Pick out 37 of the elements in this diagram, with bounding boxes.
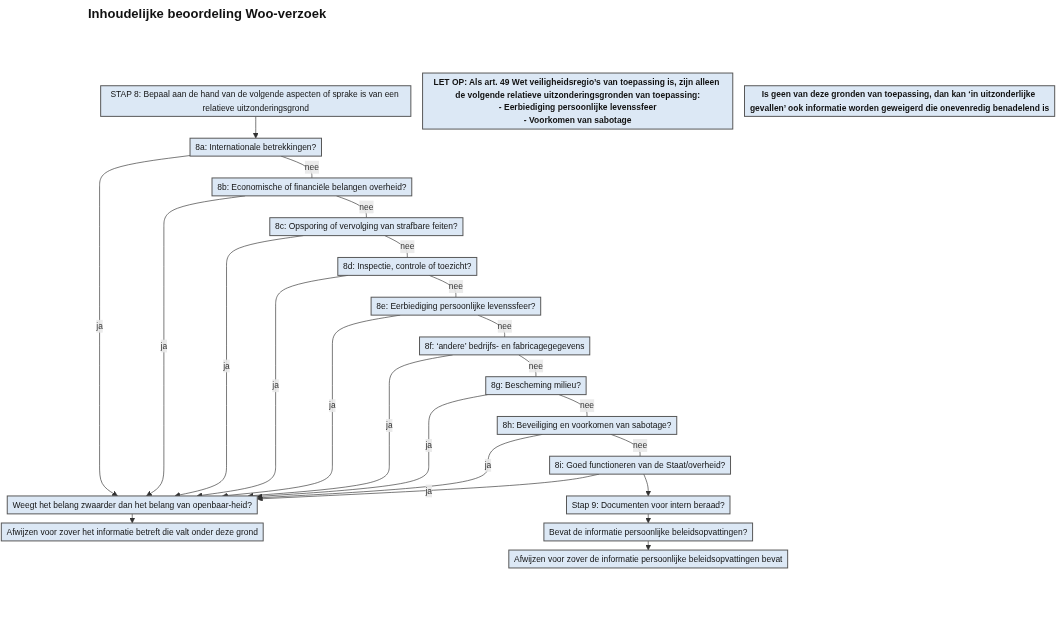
- node-box: 8h: Beveiliging en voorkomen van sabotage?: [496, 415, 678, 435]
- edge-label: ja: [425, 485, 433, 496]
- node-box: Weegt het belang zwaarder dan het belang van openbaar-heid?: [6, 495, 258, 515]
- node-box: 8a: Internationale betrekkingen?: [189, 137, 322, 157]
- edge-label: ja: [425, 440, 433, 451]
- node-box: Bevat de informatie persoonlijke beleidsopvattingen?: [543, 522, 754, 542]
- node-box: 8e: Eerbiediging persoonlijke levenssfeer?: [370, 296, 542, 316]
- edge-label: nee: [359, 201, 374, 212]
- edge-label: ja: [484, 460, 492, 470]
- edge-label: nee: [448, 281, 463, 292]
- node-box: 8c: Opsporing of vervolging van strafbare feiten?: [269, 217, 464, 237]
- edge-label: nee: [400, 241, 415, 252]
- edge-label: ja: [329, 400, 336, 411]
- edge-label: ja: [272, 380, 279, 391]
- node-box: Afwijzen voor zover het informatie betreft die valt onder deze grond: [0, 522, 264, 542]
- node-box: Is geen van deze gronden van toepassing, dan kan ‘in uitzonderlijke gevallen’ ook informatie worden geweigerd die onevenredig benadelend is: [744, 85, 1056, 117]
- edge-label: nee: [633, 440, 648, 451]
- node-box: STAP 8: Bepaal aan de hand van de volgende aspecten of sprake is van een relatieve uitzonderingsgrond: [100, 85, 412, 117]
- edge-label: ja: [160, 340, 168, 351]
- connector: [384, 235, 408, 258]
- edge-label: nee: [304, 161, 319, 172]
- node-box: 8d: Inspectie, controle of toezicht?: [337, 256, 478, 276]
- node-box: 8i: Goed functioneren van de Staat/overheid?: [549, 455, 731, 475]
- edge-label: ja: [96, 320, 103, 331]
- edge-label: ja: [223, 360, 230, 371]
- node-box: Stap 9: Documenten voor intern beraad?: [566, 495, 731, 515]
- node-box: 8g: Bescheming milieu?: [485, 376, 587, 396]
- node-box: LET OP: Als art. 49 Wet veiligheidsregio’s van toepassing is, zijn alleen de volgende relatieve uitzonderingsgronden van toepassing: - Eerbiediging persoonlijke levenssfeer - Voorkomen van sabotage: [422, 72, 734, 130]
- edge-label: nee: [497, 320, 512, 331]
- diagram-title: Inhoudelijke beoordeling Woo-verzoek: [88, 6, 327, 21]
- node-box: 8b: Economische of financiële belangen overheid?: [211, 177, 413, 197]
- node-box: 8f: ‘andere’ bedrijfs- en fabricagegegevens: [419, 336, 591, 356]
- edge-label: nee: [528, 360, 544, 371]
- edge-label: nee: [579, 400, 595, 411]
- edge-label: ja: [386, 420, 393, 431]
- node-box: Afwijzen voor zover de informatie persoonlijke beleidsopvattingen bevat: [508, 549, 789, 569]
- connector: [558, 394, 588, 417]
